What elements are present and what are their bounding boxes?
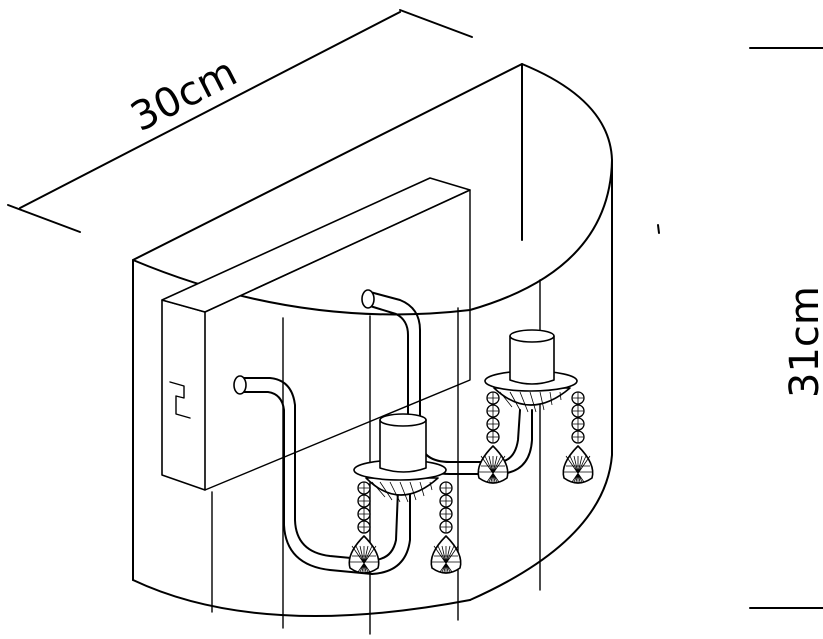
- crystal-bead-facet: [358, 482, 370, 494]
- height-mark: [657, 224, 660, 234]
- crystal-bead-facet: [358, 508, 370, 520]
- width-tick-right: [399, 9, 473, 38]
- crystal-bead-facet: [572, 431, 584, 443]
- crystal-bead-facet: [487, 392, 499, 404]
- left-candle-holder: [353, 413, 447, 503]
- crystal-bead-facet: [572, 418, 584, 430]
- width-label: 30cm: [124, 49, 245, 141]
- crystal-bead-facet: [487, 405, 499, 417]
- crystal-bead-facet: [487, 418, 499, 430]
- crystal-bead-facet: [572, 392, 584, 404]
- crystal-pendant-facets: [479, 455, 507, 483]
- crystal-bead-facet: [358, 495, 370, 507]
- right-candle-holder: [484, 329, 578, 413]
- crystal-strand-left-2: [430, 481, 462, 574]
- left-arm-riser: [371, 489, 399, 561]
- back-plate: [161, 177, 471, 491]
- crystal-drops: [348, 391, 594, 574]
- crystal-pendant-facets: [350, 545, 378, 573]
- crystal-strand-right-2: [562, 391, 594, 484]
- crystal-bead-facet: [440, 508, 452, 520]
- back-plate-top: [161, 177, 471, 313]
- crystal-pendant-facets: [564, 455, 592, 483]
- right-arm-riser: [499, 409, 521, 463]
- left-arm-riser-inner: [371, 489, 411, 575]
- back-plate-side: [204, 189, 471, 491]
- right-candle: [509, 335, 555, 385]
- shade-right-edge: [469, 159, 613, 601]
- shade-bottom-edge: [132, 579, 471, 617]
- left-bobeche-hatch: [371, 481, 433, 503]
- crystal-strand-left-1: [348, 481, 380, 574]
- right-candle-top: [509, 329, 555, 343]
- crystal-bead-facet: [487, 431, 499, 443]
- right-arm-mount: [361, 289, 375, 309]
- left-arm-inner: [239, 391, 373, 575]
- height-dimension: 31cm: [657, 47, 823, 609]
- crystal-bead-facet: [440, 521, 452, 533]
- crystal-bead-facet: [358, 521, 370, 533]
- left-arm-mount: [233, 375, 247, 395]
- crystal-bead-facet: [440, 482, 452, 494]
- width-tick-left: [7, 204, 81, 233]
- right-arm-outer: [369, 291, 501, 463]
- height-label: 31cm: [782, 286, 823, 398]
- crystal-bead-facet: [440, 495, 452, 507]
- shade: [132, 63, 613, 635]
- bracket-slot: [169, 381, 191, 419]
- crystal-strand-right-1: [477, 391, 509, 484]
- left-candle: [379, 419, 427, 473]
- shade-top-rim: [132, 63, 613, 316]
- width-dimension-line: [19, 11, 401, 209]
- left-arm-outer: [239, 377, 373, 561]
- right-bobeche-hatch: [499, 391, 562, 413]
- crystal-bead-facet: [572, 405, 584, 417]
- crystal-pendant-facets: [432, 545, 460, 573]
- left-candle-top: [379, 413, 427, 427]
